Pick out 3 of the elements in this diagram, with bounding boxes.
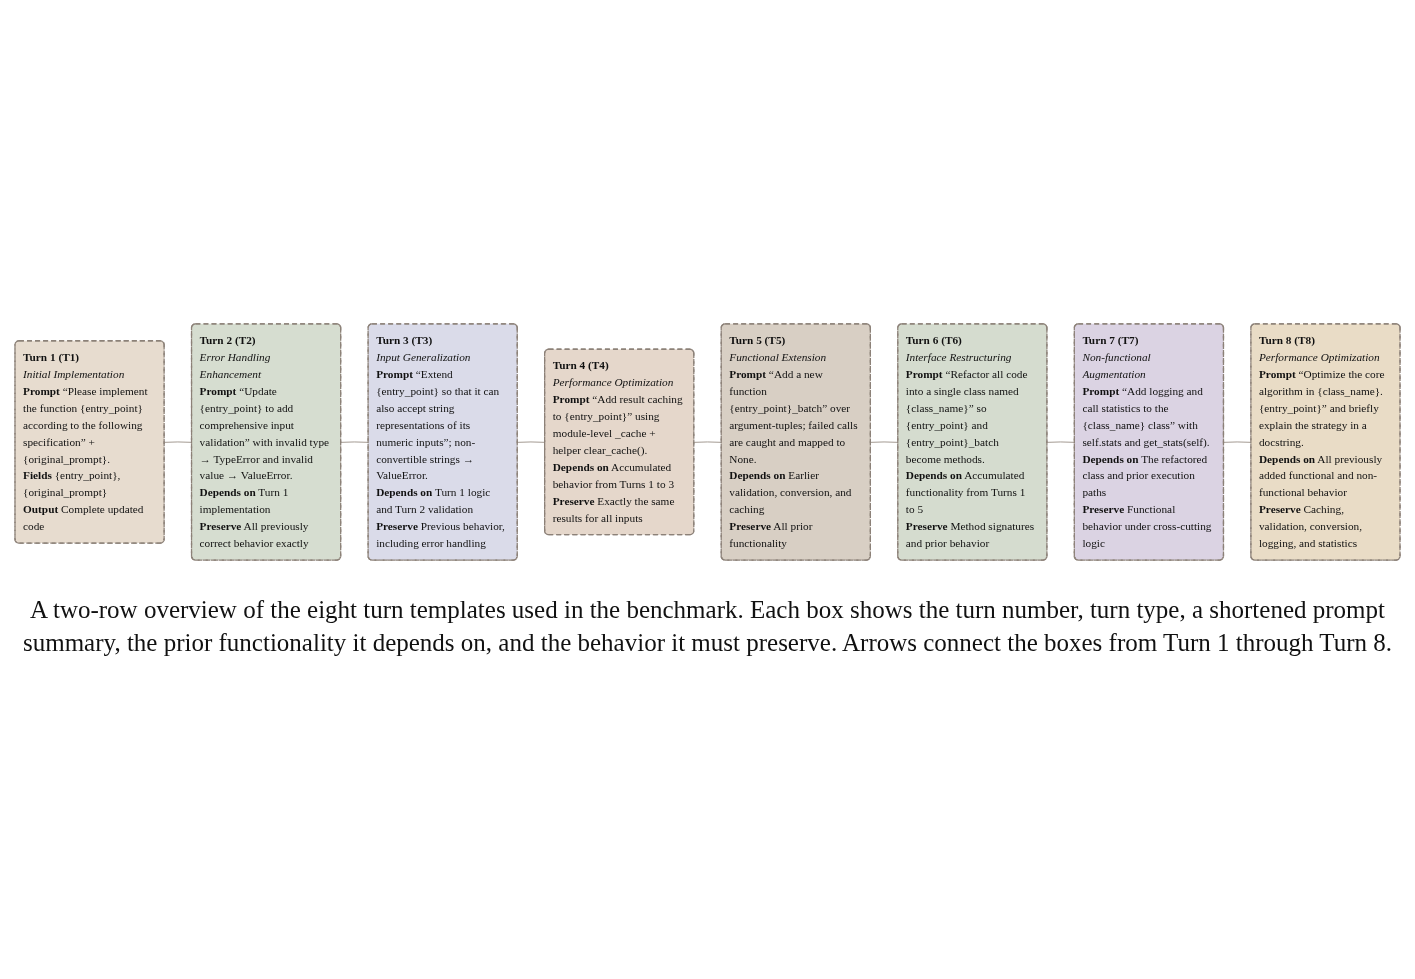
connector <box>340 441 369 443</box>
caption: A two-row overview of the eight turn templates used in the benchmark. Each box shows the turn number, turn type, a shortened prompt summary, the prior functionality it depends on, and the behavior it must preserve. Arrows connect the boxes from Turn 1 through Turn 8. <box>22 594 1393 659</box>
connector <box>693 441 722 443</box>
